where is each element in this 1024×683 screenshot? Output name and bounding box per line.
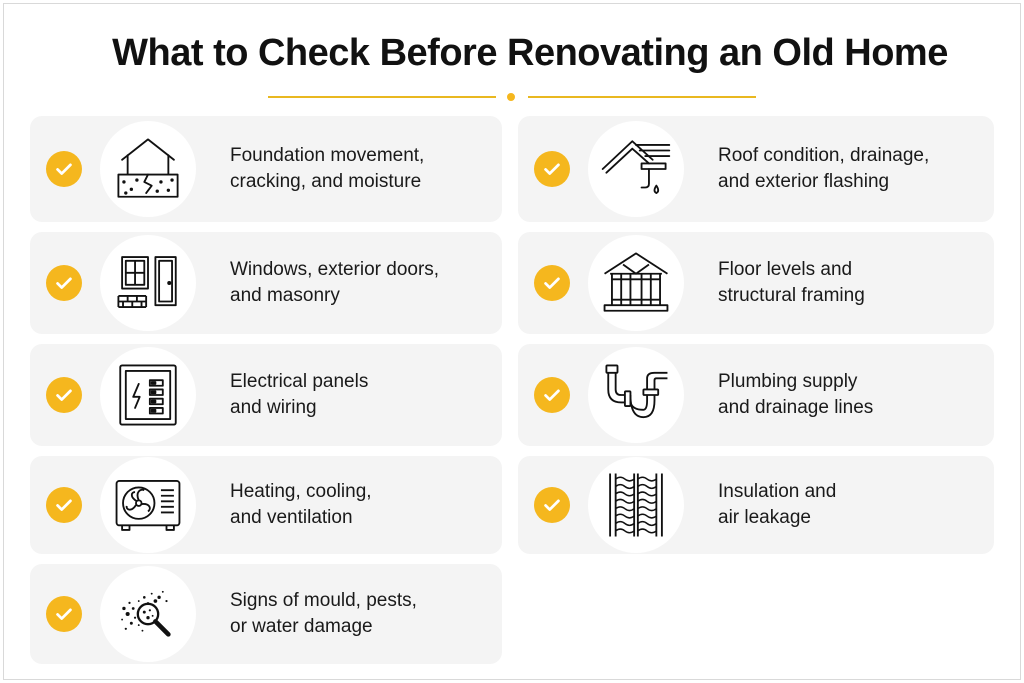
- check-icon: [46, 151, 82, 187]
- title-divider-left: [268, 96, 496, 98]
- checklist-item-mould: Signs of mould, pests,or water damage: [30, 564, 502, 664]
- insulation-wall-icon: [588, 457, 684, 553]
- check-icon: [534, 265, 570, 301]
- check-icon: [46, 265, 82, 301]
- page-frame: [3, 3, 1021, 680]
- electrical-panel-icon: [100, 347, 196, 443]
- check-icon: [46, 596, 82, 632]
- checklist-item-roof: Roof condition, drainage,and exterior fl…: [518, 116, 994, 222]
- check-icon: [534, 487, 570, 523]
- plumbing-pipe-icon: [588, 347, 684, 443]
- foundation-crack-icon: [100, 121, 196, 217]
- check-icon: [534, 151, 570, 187]
- title-divider-right: [528, 96, 756, 98]
- title-divider-dot: [507, 93, 515, 101]
- structural-framing-icon: [588, 235, 684, 331]
- roof-gutter-icon: [588, 121, 684, 217]
- checklist-item-windows: Windows, exterior doors,and masonry: [30, 232, 502, 334]
- mould-magnifier-icon: [100, 566, 196, 662]
- checklist-item-label: Signs of mould, pests,or water damage: [230, 590, 417, 637]
- checklist-item-foundation: Foundation movement,cracking, and moistu…: [30, 116, 502, 222]
- checklist-item-hvac: Heating, cooling,and ventilation: [30, 456, 502, 554]
- checklist-item-label: Heating, cooling,and ventilation: [230, 481, 372, 528]
- checklist-item-label: Windows, exterior doors,and masonry: [230, 259, 440, 306]
- checklist-item-label: Roof condition, drainage,and exterior fl…: [718, 145, 930, 192]
- window-door-masonry-icon: [100, 235, 196, 331]
- checklist-item-label: Foundation movement,cracking, and moistu…: [230, 145, 425, 192]
- check-icon: [534, 377, 570, 413]
- check-icon: [46, 377, 82, 413]
- page-title: What to Check Before Renovating an Old H…: [112, 32, 948, 74]
- check-icon: [46, 487, 82, 523]
- hvac-unit-icon: [100, 457, 196, 553]
